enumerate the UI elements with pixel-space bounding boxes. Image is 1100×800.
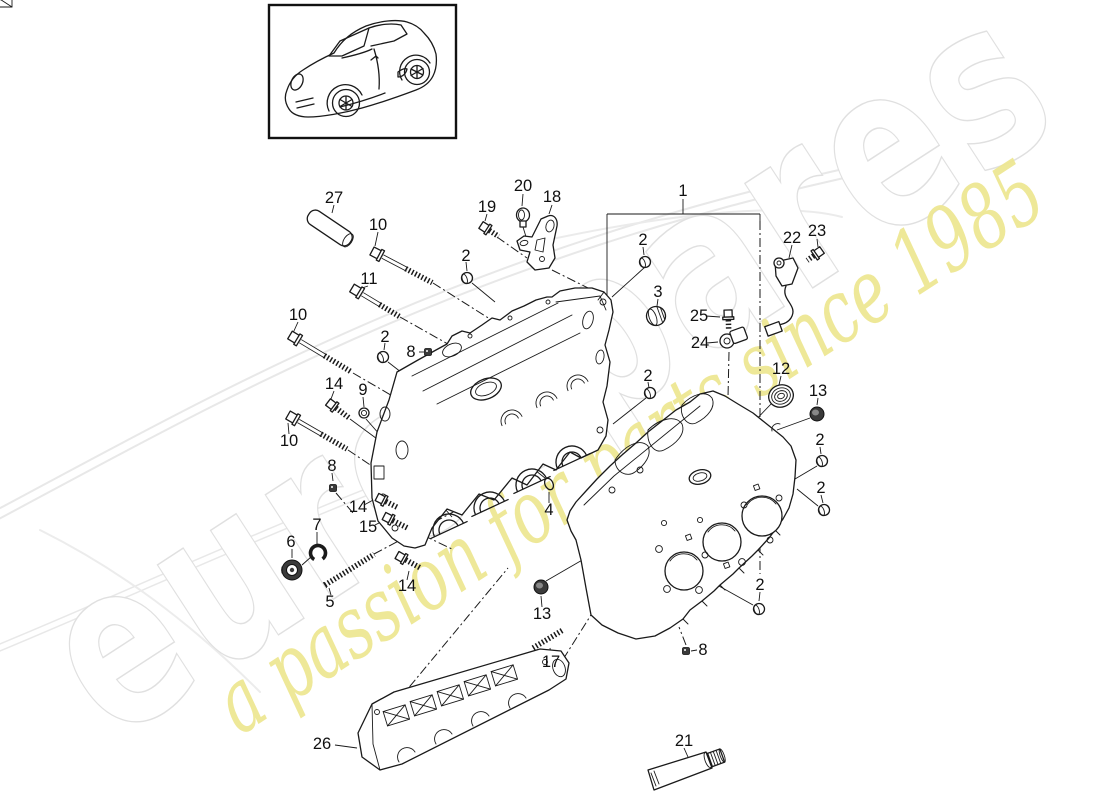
seal-ring-12 xyxy=(768,384,794,408)
sensor-24 xyxy=(719,326,748,349)
callout-label-25-36: 25 xyxy=(690,307,708,325)
fasteners-8 xyxy=(329,348,690,655)
sleeve-3 xyxy=(645,305,667,327)
vehicle-box-border xyxy=(267,3,458,140)
callout-label-13-23: 13 xyxy=(533,605,551,623)
callout-label-14-26: 14 xyxy=(398,577,416,595)
nut-9 xyxy=(358,407,370,419)
callout-label-3-8: 3 xyxy=(653,283,662,301)
callout-label-1-0: 1 xyxy=(678,182,687,200)
callout-label-2-1: 2 xyxy=(461,247,470,265)
boxster-car-icon xyxy=(284,19,438,118)
callout-label-11-20: 11 xyxy=(360,270,377,288)
bracket-18 xyxy=(516,214,558,271)
callout-label-2-4: 2 xyxy=(643,367,652,385)
callout-label-17-28: 17 xyxy=(542,653,560,671)
callout-label-2-2: 2 xyxy=(380,328,389,346)
grommet-6 xyxy=(281,559,303,581)
bolt-15 xyxy=(381,511,409,531)
swoosh-watermark xyxy=(0,166,856,693)
vehicle-thumbnail-box xyxy=(267,3,458,140)
callout-label-10-17: 10 xyxy=(369,216,387,234)
callout-label-26-37: 26 xyxy=(313,735,331,753)
callout-label-8-14: 8 xyxy=(327,457,336,475)
sealant-tube-21 xyxy=(647,748,726,791)
callout-label-2-7: 2 xyxy=(755,576,764,594)
callout-label-5-10: 5 xyxy=(325,593,334,611)
callout-label-2-3: 2 xyxy=(638,231,647,249)
bolt-14c xyxy=(394,550,423,571)
crankcase-right-half xyxy=(566,390,797,640)
callout-label-10-18: 10 xyxy=(289,306,307,324)
callout-label-2-5: 2 xyxy=(815,431,824,449)
callout-label-23-34: 23 xyxy=(808,222,826,240)
stud-5 xyxy=(322,551,376,588)
callout-label-6-11: 6 xyxy=(286,533,295,551)
bolt-10b xyxy=(287,330,354,375)
dowel-pin-27 xyxy=(306,209,354,248)
callout-label-12-21: 12 xyxy=(772,360,790,378)
bolt-19 xyxy=(478,220,501,239)
callout-label-7-12: 7 xyxy=(312,516,321,534)
callout-labels: 1222222234567888910101011121313141414151… xyxy=(280,177,827,753)
callout-label-9-16: 9 xyxy=(358,381,367,399)
callout-label-14-25: 14 xyxy=(349,498,367,516)
callout-label-22-33: 22 xyxy=(783,229,801,247)
bolt-23 xyxy=(805,246,825,263)
bolt-10a xyxy=(369,246,434,286)
callout-label-8-15: 8 xyxy=(698,641,707,659)
callout-label-8-13: 8 xyxy=(406,343,415,361)
cap-20 xyxy=(515,207,531,228)
caps-13 xyxy=(533,406,825,595)
sealing-plugs-2 xyxy=(376,255,831,616)
callout-label-24-35: 24 xyxy=(691,334,709,352)
callout-label-20-31: 20 xyxy=(514,177,532,195)
callout-label-10-19: 10 xyxy=(280,432,298,450)
callout-label-13-22: 13 xyxy=(809,382,827,400)
callout-label-4-9: 4 xyxy=(544,501,553,519)
callout-label-18-29: 18 xyxy=(543,188,561,206)
main-bearing-bedplate xyxy=(0,0,570,771)
sensor-22 xyxy=(764,257,799,337)
fasteners-and-small-parts xyxy=(281,207,831,791)
callout-label-14-24: 14 xyxy=(325,375,343,393)
callout-label-2-6: 2 xyxy=(816,479,825,497)
callout-label-15-27: 15 xyxy=(359,518,377,536)
stud-17 xyxy=(531,627,565,651)
callout-label-27-38: 27 xyxy=(325,189,343,207)
bolt-14a xyxy=(324,398,353,422)
circlip-7 xyxy=(308,543,328,563)
bolt-10c xyxy=(285,410,349,452)
callout-label-21-32: 21 xyxy=(675,732,693,750)
callout-label-19-30: 19 xyxy=(478,198,496,216)
o-ring-4 xyxy=(543,477,555,491)
bolt-11 xyxy=(349,283,402,320)
bolt-25 xyxy=(722,309,735,330)
bolt-14b xyxy=(374,492,400,511)
